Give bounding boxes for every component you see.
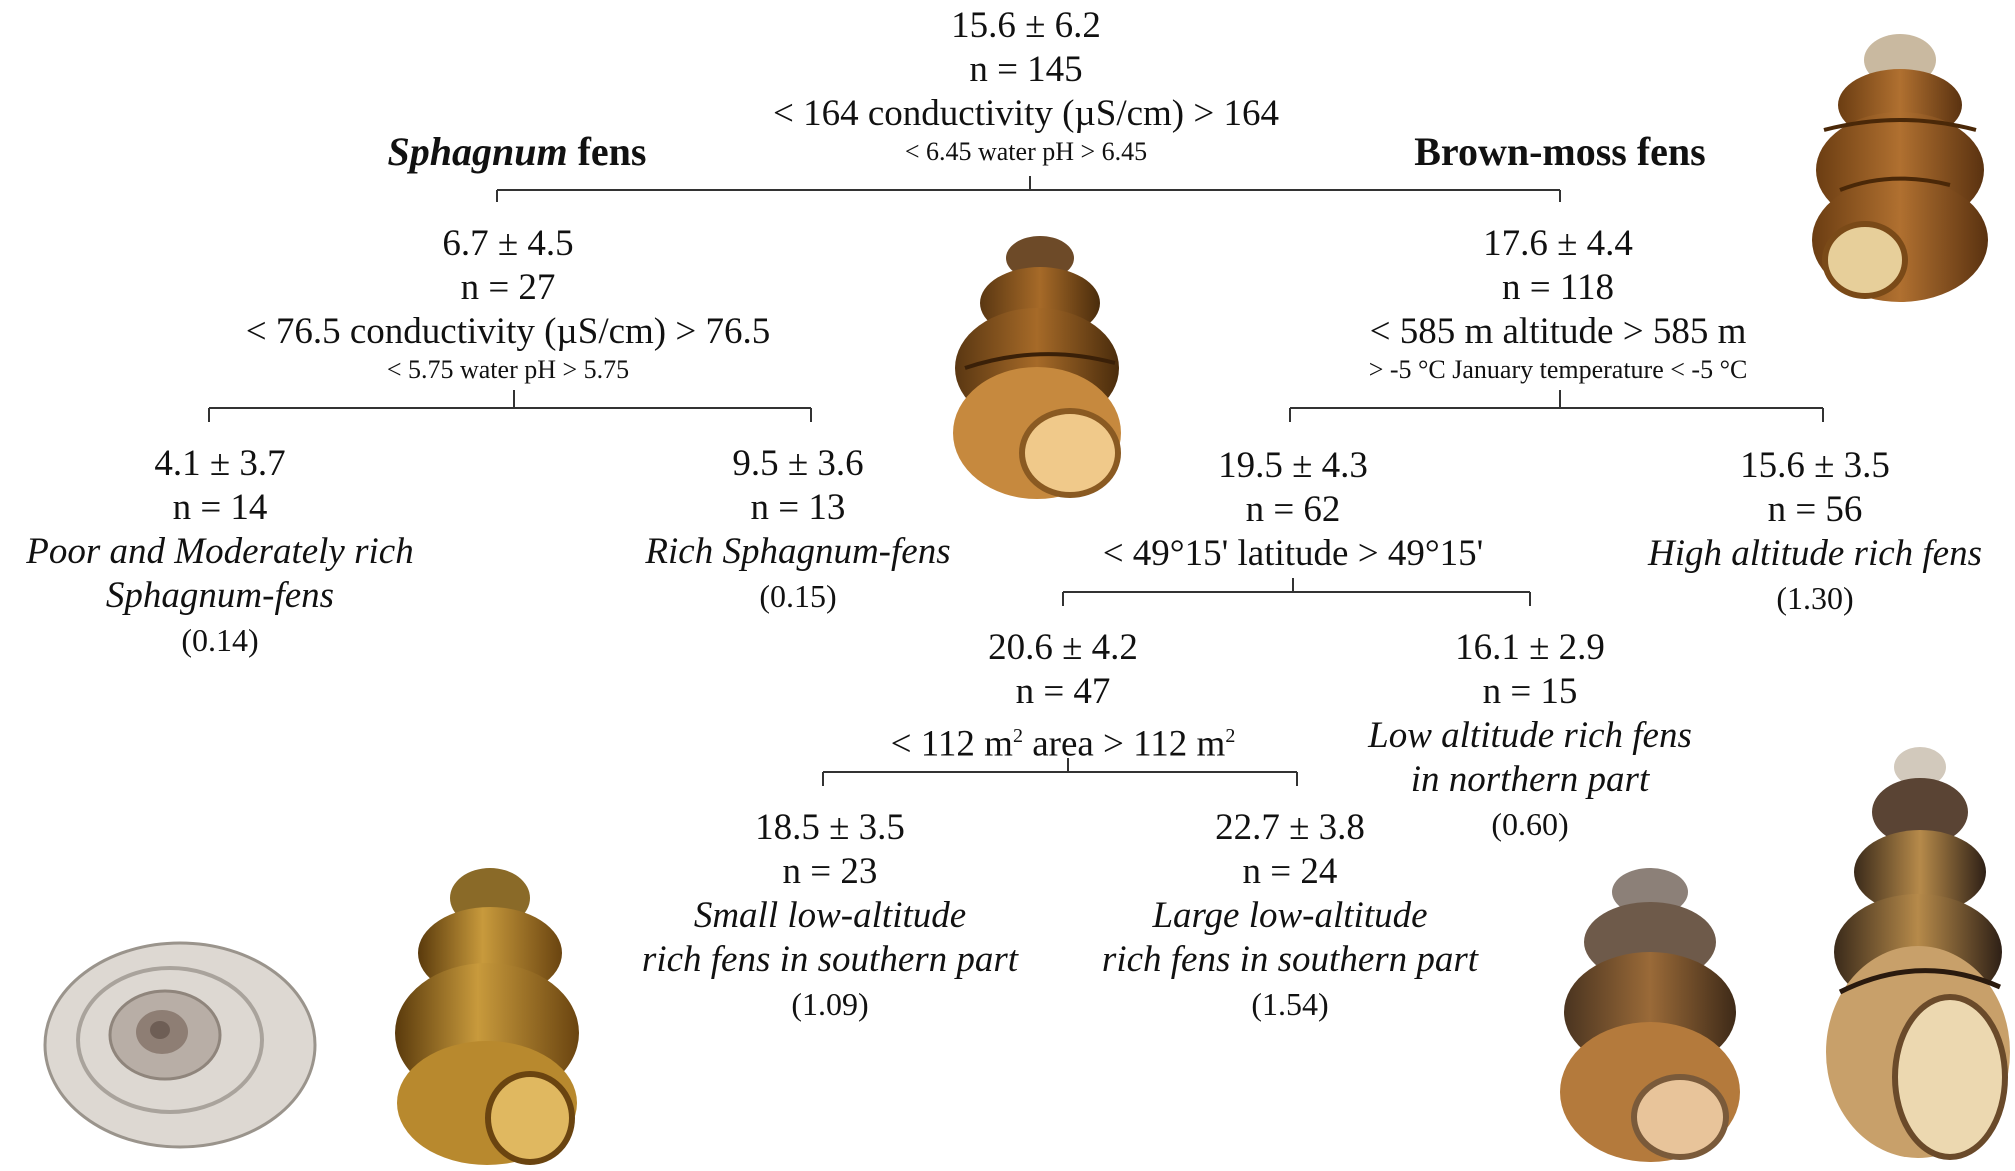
node-n: n = 62 [1103,488,1484,532]
node-n: n = 15 [1368,670,1692,714]
leaf-label-2: rich fens in southern part [642,938,1018,982]
node-split: < 164 conductivity (µS/cm) > 164 [773,92,1279,136]
leaf-value: (0.15) [645,574,950,618]
node-n: n = 24 [1102,850,1478,894]
leaf-label-2: Sphagnum-fens [26,574,413,618]
node-split: < 49°15' latitude > 49°15' [1103,532,1484,576]
node-mean: 17.6 ± 4.4 [1369,222,1748,266]
node-mean: 4.1 ± 3.7 [26,442,413,486]
high-altitude-leaf: 15.6 ± 3.5 n = 56 High altitude rich fen… [1648,444,1982,620]
area-split-left: < 112 m [891,723,1013,764]
node-mean: 16.1 ± 2.9 [1368,626,1692,670]
node-mean: 15.6 ± 6.2 [773,4,1279,48]
area-split-right: area > 112 m [1023,723,1225,764]
node-split: < 76.5 conductivity (µS/cm) > 76.5 [246,310,770,354]
node-n: n = 14 [26,486,413,530]
node-split-secondary: > -5 °C January temperature < -5 °C [1369,354,1748,386]
leaf-label-2: rich fens in southern part [1102,938,1478,982]
leaf-label: Large low-altitude [1102,894,1478,938]
leaf-label: Poor and Moderately rich [26,530,413,574]
leaf-value: (0.14) [26,618,413,662]
node-mean: 20.6 ± 4.2 [891,626,1236,670]
elongated-snail-shell-icon [1820,742,2015,1167]
large-fens-leaf: 22.7 ± 3.8 n = 24 Large low-altitude ric… [1102,806,1478,1026]
sphagnum-node: 6.7 ± 4.5 n = 27 < 76.5 conductivity (µS… [246,222,770,386]
node-mean: 6.7 ± 4.5 [246,222,770,266]
brown-moss-fens-heading: Brown-moss fens [1414,128,1706,175]
node-mean: 15.6 ± 3.5 [1648,444,1982,488]
leaf-value: (1.09) [642,982,1018,1026]
brown-snail-shell-icon [1555,862,1745,1167]
node-split-secondary: < 5.75 water pH > 5.75 [246,354,770,386]
southern-node: 20.6 ± 4.2 n = 47 < 112 m2 area > 112 m2 [891,626,1236,766]
fens-term: fens [568,129,647,174]
leaf-label: Low altitude rich fens [1368,714,1692,758]
node-n: n = 13 [645,486,950,530]
node-n: n = 145 [773,48,1279,92]
node-n: n = 56 [1648,488,1982,532]
amber-snail-shell-icon [945,228,1130,508]
sphagnum-term: Sphagnum [388,129,568,174]
brown-moss-node: 17.6 ± 4.4 n = 118 < 585 m altitude > 58… [1369,222,1748,386]
node-n: n = 118 [1369,266,1748,310]
node-split: < 585 m altitude > 585 m [1369,310,1748,354]
leaf-label: Small low-altitude [642,894,1018,938]
node-split-secondary: < 6.45 water pH > 6.45 [773,136,1279,168]
sphagnum-fens-heading: Sphagnum fens [388,128,647,175]
brown-snail-shell-icon [1800,20,2000,310]
root-node: 15.6 ± 6.2 n = 145 < 164 conductivity (µ… [773,4,1279,168]
leaf-label: Rich Sphagnum-fens [645,530,950,574]
node-n: n = 27 [246,266,770,310]
leaf-value: (1.30) [1648,576,1982,620]
node-mean: 22.7 ± 3.8 [1102,806,1478,850]
small-fens-leaf: 18.5 ± 3.5 n = 23 Small low-altitude ric… [642,806,1018,1026]
node-split: < 112 m2 area > 112 m2 [891,714,1236,766]
leaf-value: (1.54) [1102,982,1478,1026]
low-altitude-node: 19.5 ± 4.3 n = 62 < 49°15' latitude > 49… [1103,444,1484,576]
golden-snail-shell-icon [390,858,585,1168]
white-disc-snail-shell-icon [40,930,330,1150]
node-n: n = 23 [642,850,1018,894]
superscript-2: 2 [1225,725,1235,747]
node-mean: 19.5 ± 4.3 [1103,444,1484,488]
poor-moderately-rich-leaf: 4.1 ± 3.7 n = 14 Poor and Moderately ric… [26,442,413,662]
node-mean: 18.5 ± 3.5 [642,806,1018,850]
leaf-label-2: in northern part [1368,758,1692,802]
node-mean: 9.5 ± 3.6 [645,442,950,486]
node-n: n = 47 [891,670,1236,714]
rich-sphagnum-leaf: 9.5 ± 3.6 n = 13 Rich Sphagnum-fens (0.1… [645,442,950,618]
superscript-2: 2 [1013,725,1023,747]
leaf-label: High altitude rich fens [1648,532,1982,576]
